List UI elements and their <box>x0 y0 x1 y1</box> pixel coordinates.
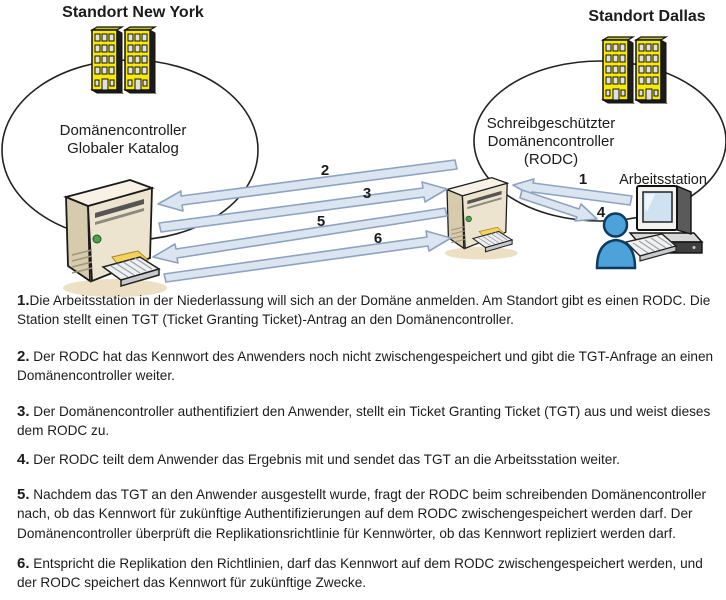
step-number: 2. <box>17 348 30 365</box>
arrow-label-6: 6 <box>373 230 383 247</box>
arrow-5-rodc-to-dc <box>152 207 448 264</box>
arrow-6-dc-to-rodc <box>163 230 452 283</box>
arrow-4-rodc-to-workstation <box>519 189 598 222</box>
step-text: Der RODC hat das Kennwort des Anwenders … <box>17 349 714 384</box>
office-building-icon <box>635 36 667 104</box>
workstation-computer-icon <box>624 184 704 262</box>
zone-label-rodc: Schreibgeschützter Domänencontroller (RO… <box>487 115 615 169</box>
step-1: 1.Die Arbeitsstation in der Niederlassun… <box>17 291 719 330</box>
step-number: 3. <box>17 403 30 420</box>
step-text: Der Domänencontroller authentifiziert de… <box>17 404 711 439</box>
step-number: 4. <box>17 451 30 468</box>
step-text: Nachdem das TGT an den Anwender ausgeste… <box>17 487 707 541</box>
domain-controller-server-icon <box>62 179 168 298</box>
site-title-new-york: Standort New York <box>62 4 204 21</box>
zone-line: Domänencontroller <box>59 122 187 139</box>
step-number: 1. <box>17 292 30 309</box>
step-3: 3. Der Domänencontroller authentifiziert… <box>17 402 719 441</box>
office-building-icon <box>602 36 634 104</box>
zone-line: Domänencontroller <box>487 133 615 150</box>
workstation-label: Arbeitsstation <box>619 172 707 188</box>
step-number: 6. <box>17 555 30 572</box>
arrow-label-2: 2 <box>320 162 330 179</box>
step-number: 5. <box>17 486 30 503</box>
step-text: Die Arbeitsstation in der Niederlassung … <box>17 293 711 328</box>
step-text: Entspricht die Replikation den Richtlini… <box>17 556 703 591</box>
zone-line: Globaler Katalog <box>67 140 179 157</box>
user-person-icon <box>595 212 637 270</box>
office-building-icon <box>124 26 156 94</box>
rodc-server-icon <box>444 176 519 261</box>
arrow-3-dc-to-rodc <box>158 181 448 233</box>
step-4: 4. Der RODC teilt dem Anwender das Ergeb… <box>17 450 719 469</box>
arrow-2-rodc-to-dc <box>157 159 458 212</box>
zone-label-domaenencontroller: Domänencontroller Globaler Katalog <box>60 122 187 158</box>
arrow-label-3: 3 <box>362 185 372 202</box>
step-6: 6. Entspricht die Replikation den Richtl… <box>17 554 719 593</box>
zone-line: (RODC) <box>523 151 579 168</box>
arrow-label-1: 1 <box>578 171 588 188</box>
step-5: 5. Nachdem das TGT an den Anwender ausge… <box>17 485 719 543</box>
office-building-icon <box>91 26 123 94</box>
arrow-label-4: 4 <box>596 204 606 221</box>
step-2: 2. Der RODC hat das Kennwort des Anwende… <box>17 347 719 386</box>
site-dallas-boundary-ellipse <box>473 60 726 222</box>
site-title-dallas: Standort Dallas <box>588 8 706 25</box>
step-text: Der RODC teilt dem Anwender das Ergebnis… <box>29 452 620 467</box>
zone-line: Schreibgeschützter <box>486 115 616 132</box>
arrow-label-5: 5 <box>316 213 326 230</box>
